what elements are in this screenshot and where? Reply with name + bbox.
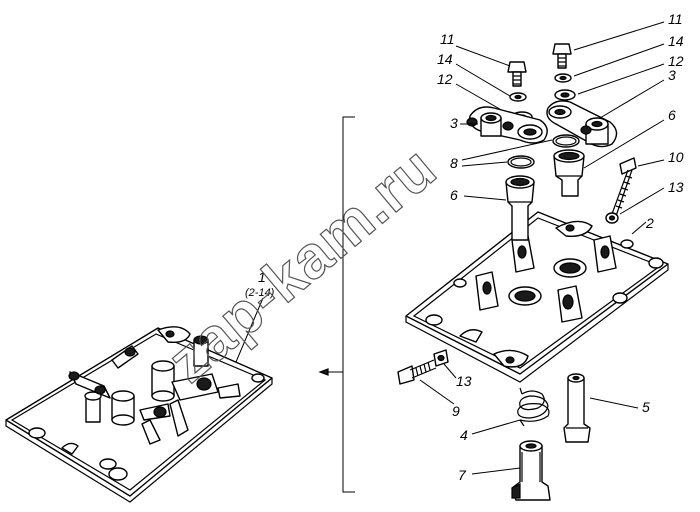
guide: [563, 373, 591, 443]
label-rocker-left: 3: [450, 115, 458, 131]
watermark: zap-kam.ru: [155, 134, 448, 395]
label-bolt-bottom: 9: [452, 403, 460, 419]
label-insert-right: 6: [668, 107, 676, 123]
label-ring: 8: [450, 155, 458, 171]
leader-assembly: [235, 297, 264, 363]
label-stud: 10: [668, 149, 684, 165]
label-spring-washer-right: 14: [668, 33, 684, 49]
label-spring-washer-left: 14: [437, 51, 453, 67]
label-rocker-right: 3: [668, 67, 676, 83]
label-insert-left: 6: [450, 187, 458, 203]
label-washer-top-left: 12: [437, 71, 453, 87]
label-assembly: 1: [258, 269, 266, 285]
nut-bottom: [433, 349, 449, 367]
rocker-right: [546, 100, 618, 148]
bolt-top-left: [507, 61, 527, 87]
spring: [517, 387, 550, 427]
label-washer-top-right: 12: [668, 53, 684, 69]
rocker-left: [466, 106, 548, 144]
label-plate: 2: [645, 215, 654, 231]
label-nut-bottom: 13: [456, 373, 472, 389]
assembled-unit: [5, 326, 273, 503]
insert-left: [505, 175, 535, 241]
label-bolt-top-left: 11: [440, 31, 455, 47]
label-nut-right: 13: [668, 179, 684, 195]
base-plate: [405, 211, 669, 383]
pin: [511, 440, 551, 501]
label-assembly-range: (2-14): [245, 287, 275, 299]
insert-right: [553, 149, 585, 197]
bolt-bottom: [397, 359, 437, 385]
bolt-top-right: [552, 43, 572, 69]
label-guide: 5: [642, 399, 650, 415]
explode-arrow-icon: [318, 368, 329, 376]
stud: [605, 157, 637, 224]
label-spring: 4: [460, 427, 468, 443]
explode-bracket: [342, 116, 355, 493]
label-pin: 7: [458, 467, 467, 483]
label-bolt-top-right: 11: [668, 11, 683, 27]
